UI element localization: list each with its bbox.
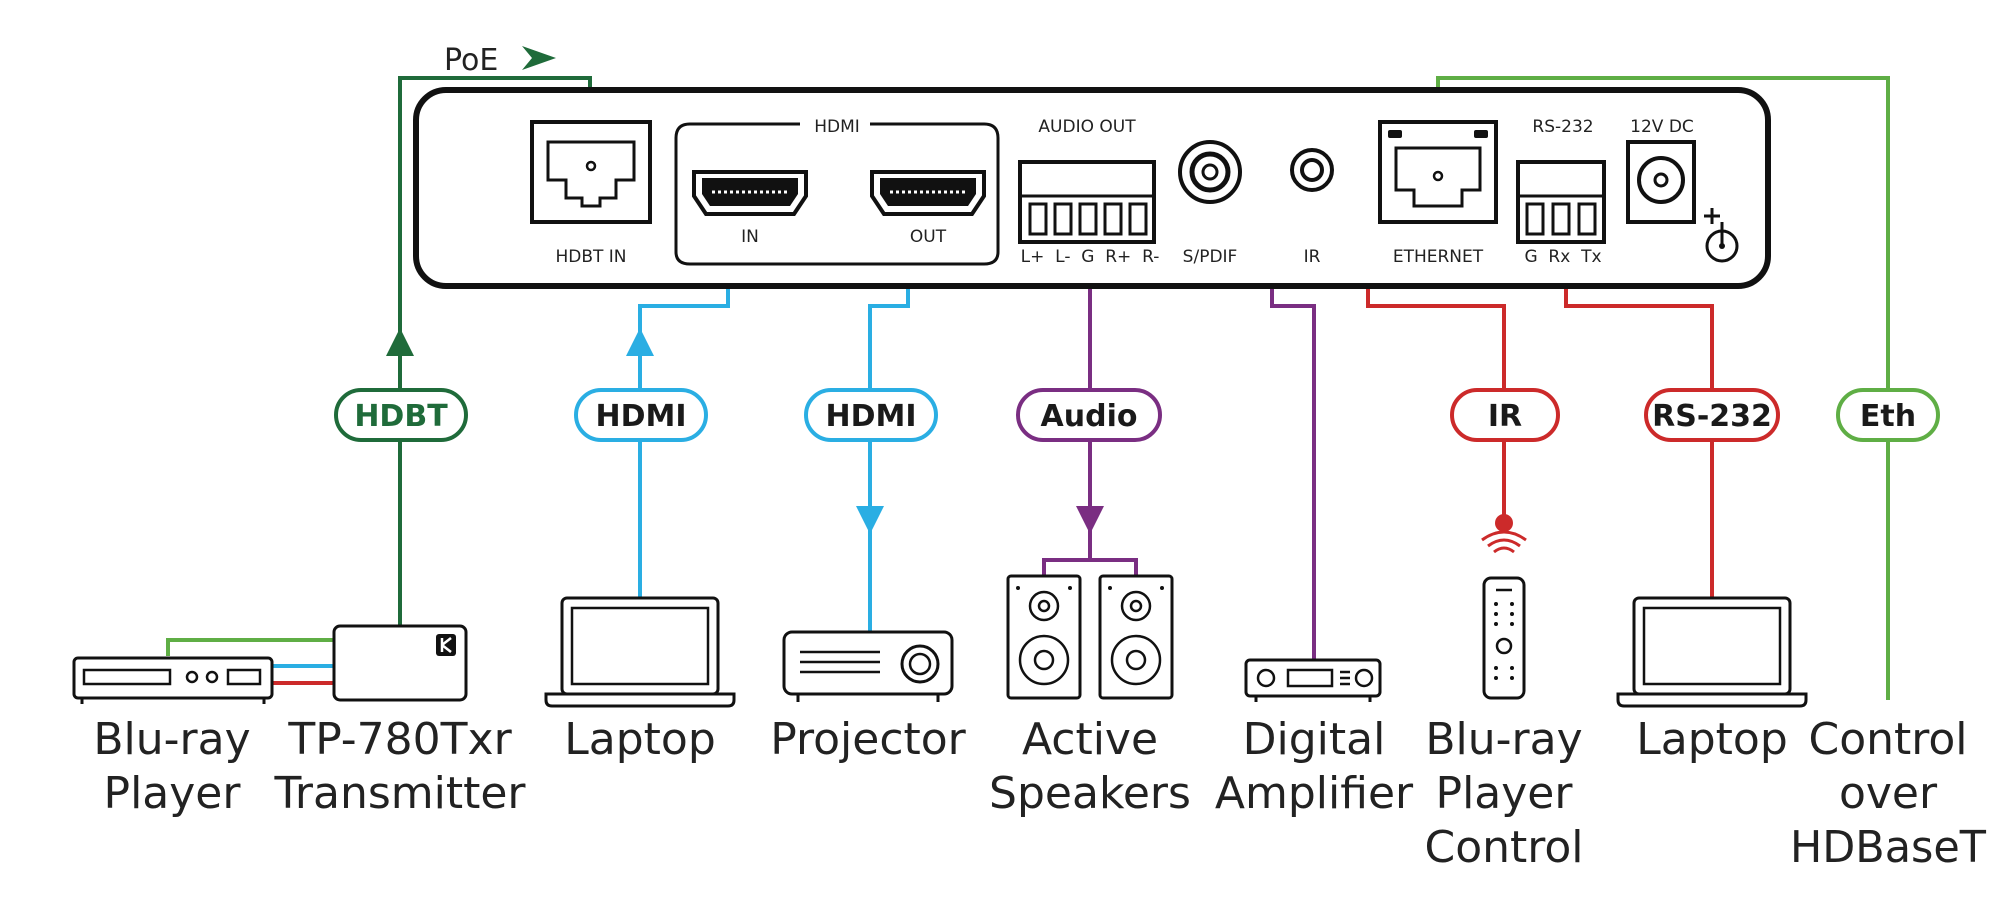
hdmi-in-label: IN bbox=[741, 227, 759, 247]
svg-text:Audio: Audio bbox=[1041, 399, 1138, 434]
amplifier-icon bbox=[1244, 658, 1382, 702]
ir-badge: IR bbox=[1450, 388, 1560, 442]
ir-wave-icon bbox=[1481, 530, 1527, 554]
bluray-player-icon bbox=[72, 656, 274, 704]
spdif-label: S/PDIF bbox=[1183, 247, 1238, 267]
hdmi-in-arrow-up bbox=[626, 328, 654, 356]
control-hdbt-label-line1: Control bbox=[1808, 714, 1967, 765]
hdmi-out-label: OUT bbox=[910, 227, 947, 247]
hdmi-in-port[interactable] bbox=[692, 170, 808, 216]
svg-text:Eth: Eth bbox=[1860, 399, 1916, 434]
transmitter-icon bbox=[332, 624, 468, 702]
spdif-jack[interactable] bbox=[1178, 140, 1242, 204]
hdbt-in-label: HDBT IN bbox=[555, 247, 626, 267]
hdmi-out-port[interactable] bbox=[870, 170, 986, 216]
laptop-1-icon bbox=[544, 596, 736, 708]
power-label: 12V DC bbox=[1630, 117, 1694, 137]
eth-badge: Eth bbox=[1836, 388, 1940, 442]
svg-text:HDBT: HDBT bbox=[354, 399, 448, 434]
laptop-2-icon bbox=[1616, 596, 1808, 708]
speakers-label-line2: Speakers bbox=[989, 768, 1191, 819]
svg-text:IR: IR bbox=[1488, 399, 1522, 434]
rs232-pins-label: G Rx Tx bbox=[1524, 247, 1601, 267]
bluray-control-label-line1: Blu-ray bbox=[1425, 714, 1582, 765]
audio-out-label: AUDIO OUT bbox=[1038, 117, 1136, 137]
bluray-label-line2: Player bbox=[104, 768, 242, 819]
hdmi-out-arrow-down bbox=[856, 506, 884, 534]
amplifier-label-line2: Amplifier bbox=[1215, 768, 1414, 819]
laptop-1-label: Laptop bbox=[564, 714, 716, 765]
hdmi-group-frame bbox=[674, 122, 1000, 266]
audio-arrow-down bbox=[1076, 506, 1104, 534]
hdbt-badge: HDBT bbox=[334, 388, 468, 442]
ethernet-port[interactable] bbox=[1378, 120, 1498, 224]
svg-text:RS-232: RS-232 bbox=[1652, 399, 1772, 434]
poe-arrow-icon bbox=[522, 46, 556, 70]
svg-text:HDMI: HDMI bbox=[595, 399, 686, 434]
projector-label: Projector bbox=[770, 714, 966, 765]
projector-icon bbox=[782, 630, 954, 702]
bluray-control-label-line3: Control bbox=[1424, 822, 1583, 873]
audio-pins-label: L+ L- G R+ R- bbox=[1021, 247, 1160, 267]
ir-emitter-dot bbox=[1495, 514, 1513, 532]
bluray-green-cable bbox=[166, 638, 334, 656]
control-hdbt-label-line3: HDBaseT bbox=[1790, 822, 1986, 873]
amplifier-label-line1: Digital bbox=[1243, 714, 1386, 765]
ir-jack[interactable] bbox=[1290, 148, 1334, 192]
ir-label: IR bbox=[1304, 247, 1321, 267]
speaker-right-icon bbox=[1098, 574, 1174, 700]
control-hdbt-label-line2: over bbox=[1839, 768, 1938, 819]
power-jack[interactable] bbox=[1626, 140, 1696, 224]
hdbt-arrow-up bbox=[386, 328, 414, 356]
rs232-label: RS-232 bbox=[1532, 117, 1593, 137]
hdbt-in-port[interactable] bbox=[530, 120, 652, 224]
speaker-left-icon bbox=[1006, 574, 1082, 700]
speakers-label-line1: Active bbox=[1022, 714, 1158, 765]
laptop-2-label: Laptop bbox=[1636, 714, 1788, 765]
svg-text:HDMI: HDMI bbox=[825, 399, 916, 434]
hdmi-out-badge: HDMI bbox=[804, 388, 938, 442]
transmitter-label-line1: TP-780Txr bbox=[287, 714, 512, 765]
remote-control-icon bbox=[1482, 576, 1526, 700]
polarity-icon bbox=[1704, 208, 1739, 263]
poe-label: PoE bbox=[444, 43, 498, 78]
audio-split-line bbox=[1042, 558, 1138, 576]
rs232-terminal[interactable] bbox=[1516, 160, 1606, 244]
bluray-label-line1: Blu-ray bbox=[93, 714, 250, 765]
audio-badge: Audio bbox=[1016, 388, 1162, 442]
audio-out-terminal[interactable] bbox=[1018, 160, 1156, 244]
hdmi-in-badge: HDMI bbox=[574, 388, 708, 442]
transmitter-label-line2: Transmitter bbox=[273, 768, 526, 819]
rs232-badge: RS-232 bbox=[1644, 388, 1780, 442]
bluray-control-label-line2: Player bbox=[1436, 768, 1574, 819]
hdmi-group-label: HDMI bbox=[814, 117, 860, 137]
ethernet-label: ETHERNET bbox=[1393, 247, 1484, 267]
